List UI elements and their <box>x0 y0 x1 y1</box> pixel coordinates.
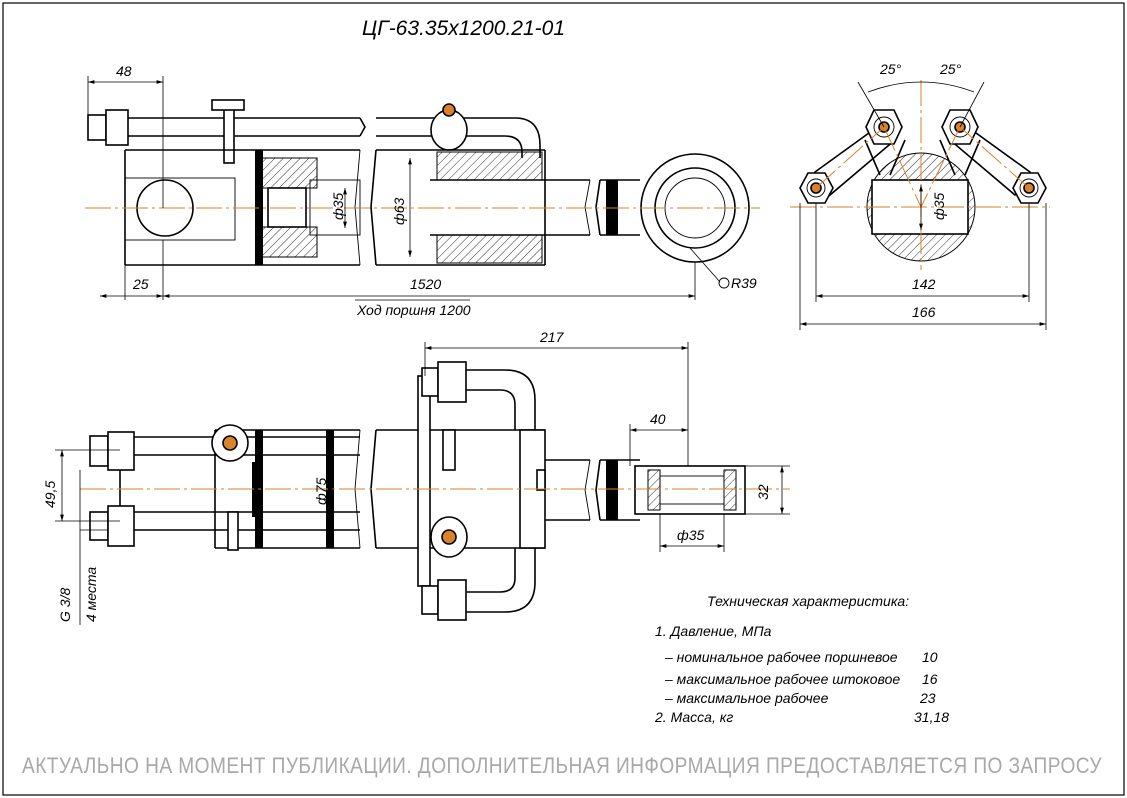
spec-row-label: – максимальное рабочее штоковое <box>664 671 900 687</box>
end-view: ф35 25° 25° 142 166 <box>790 61 1050 330</box>
spec-row-value: 23 <box>919 690 936 706</box>
stroke-label: Ход поршня 1200 <box>356 302 471 318</box>
spec-mass-label: 2. Масса, кг <box>654 709 733 725</box>
spec-row-value: 10 <box>922 649 938 665</box>
dim-32: 32 <box>755 484 771 500</box>
spec-row-value: 16 <box>922 671 938 687</box>
dim-25: 25 <box>132 276 149 292</box>
bore-diameter-label: ф63 <box>391 198 407 225</box>
spec-row-label: – номинальное рабочее поршневое <box>664 649 898 665</box>
dim-48: 48 <box>116 63 132 79</box>
drawing-title: ЦГ-63.35х1200.21-01 <box>362 17 565 40</box>
rod-diameter-label: ф35 <box>330 193 346 220</box>
dim-40: 40 <box>650 411 666 427</box>
radius-label: R39 <box>731 275 757 291</box>
spec-row-label: – максимальное рабочее <box>664 690 829 706</box>
dim-49-5: 49,5 <box>42 481 58 508</box>
outer-diameter-label: ф75 <box>313 478 329 505</box>
eye-diameter-label: ф35 <box>677 527 704 543</box>
side-section-view: ф35 ф63 48 25 1520 Ход поршня 1200 R39 <box>85 63 760 318</box>
specifications: Техническая характеристика: 1. Давление,… <box>654 593 949 725</box>
thread-label: G 3/8 <box>57 588 73 622</box>
angle-right-label: 25° <box>939 61 962 77</box>
dim-217: 217 <box>539 329 565 345</box>
angle-left-label: 25° <box>879 61 902 77</box>
spec-pressure-label: 1. Давление, МПа <box>655 623 772 639</box>
plan-view: 217 40 32 ф35 ф75 49,5 G 3/8 4 места <box>42 329 790 625</box>
end-diameter-label: ф35 <box>931 193 947 220</box>
spec-heading: Техническая характеристика: <box>707 593 909 609</box>
footer-notice: АКТУАЛЬНО НА МОМЕНТ ПУБЛИКАЦИИ. ДОПОЛНИТ… <box>22 753 1102 778</box>
dim-166: 166 <box>912 304 936 320</box>
spec-mass-value: 31,18 <box>914 709 949 725</box>
dim-1520: 1520 <box>410 276 441 292</box>
places-label: 4 места <box>83 567 99 622</box>
dim-142: 142 <box>912 276 936 292</box>
